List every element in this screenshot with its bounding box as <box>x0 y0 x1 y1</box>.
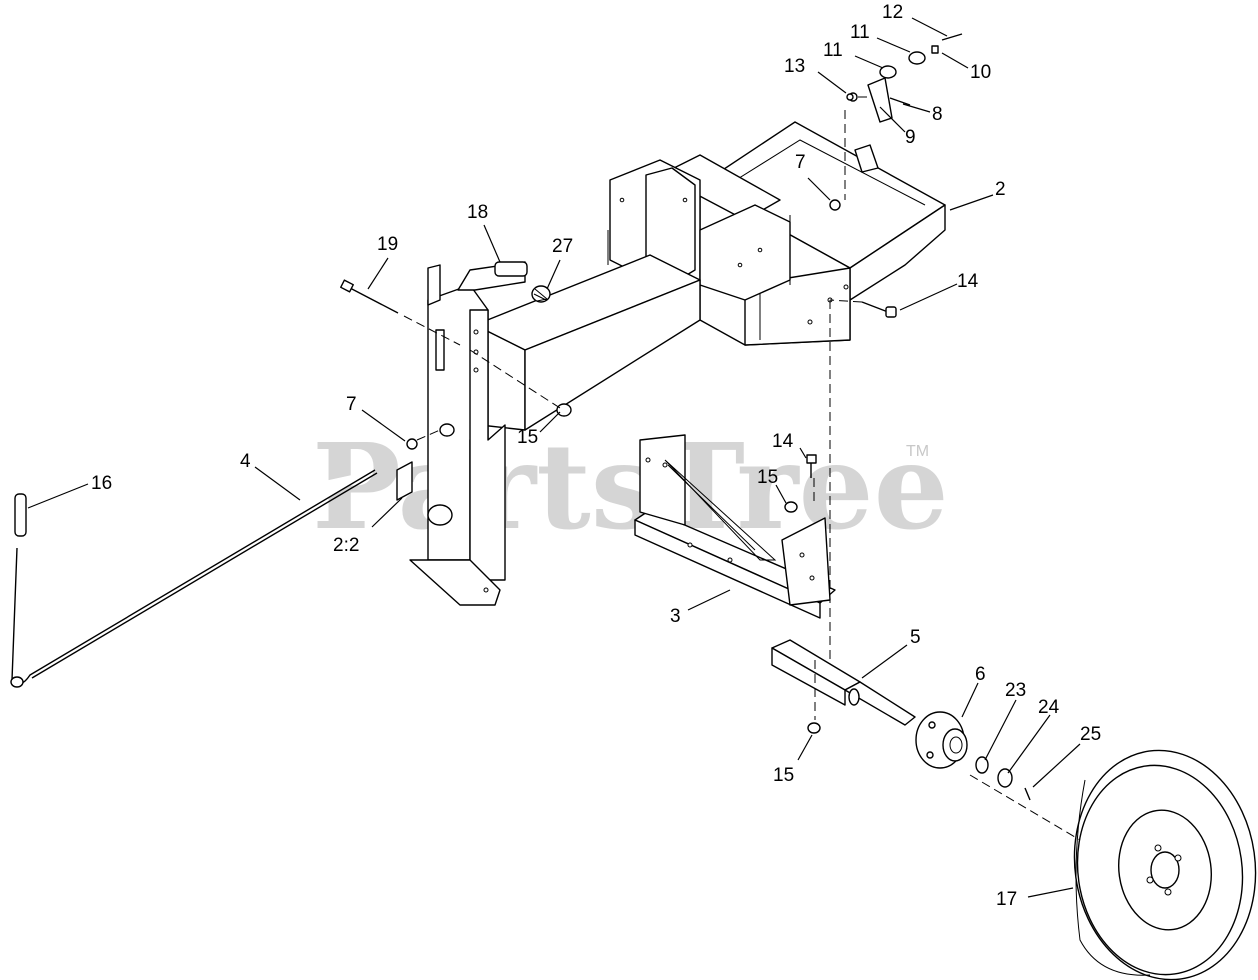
callout-2-2: 2:2 <box>333 535 359 556</box>
bracket-part-18 <box>457 261 528 291</box>
callout-18: 18 <box>467 202 488 223</box>
callout-8: 8 <box>932 104 943 125</box>
watermark-text: PartsTree <box>312 417 949 556</box>
callout-3: 3 <box>670 606 681 627</box>
frame-front-post <box>409 264 506 606</box>
assembly-center-lines <box>403 96 1081 841</box>
bolt-part-14-upper <box>861 301 897 318</box>
callout-14-upper: 14 <box>957 271 979 292</box>
handle-rod-part-4 <box>10 469 378 688</box>
latch-part-9 <box>848 33 963 123</box>
callout-25: 25 <box>1080 724 1101 745</box>
spring-part-27 <box>531 285 551 303</box>
callout-7-top: 7 <box>795 152 806 173</box>
callout-11-upper: 11 <box>850 22 870 43</box>
washer-part-23 <box>975 756 989 774</box>
frame-side-plates <box>607 159 791 301</box>
pin-part-25 <box>1024 787 1031 801</box>
callout-labels: 12 11 11 10 13 8 9 7 2 18 19 27 14 7 15 … <box>91 2 1101 910</box>
callout-24: 24 <box>1038 697 1060 718</box>
nut-part-24 <box>997 768 1013 788</box>
callout-4: 4 <box>240 451 251 472</box>
wheel-part-17 <box>1073 749 1257 980</box>
callout-15-lower: 15 <box>773 765 794 786</box>
callout-15-left: 15 <box>517 427 538 448</box>
axle-bracket-part-3 <box>634 434 836 619</box>
nut-part-15-left <box>556 403 572 417</box>
callout-23: 23 <box>1005 680 1026 701</box>
callout-5: 5 <box>910 627 921 648</box>
callout-6: 6 <box>975 664 986 685</box>
nut-part-7-left <box>406 438 418 450</box>
decal <box>396 461 413 501</box>
callout-11-lower: 11 <box>823 40 843 61</box>
nut-part-7-top <box>829 199 841 211</box>
hub-part-6 <box>915 711 968 769</box>
callout-7-left: 7 <box>346 394 357 415</box>
callout-17: 17 <box>996 889 1017 910</box>
callout-leaders <box>27 17 1081 898</box>
callout-10: 10 <box>970 62 991 83</box>
nut-part-13 <box>846 93 854 101</box>
callout-2: 2 <box>995 179 1006 200</box>
callout-15-middle: 15 <box>757 467 778 488</box>
callout-13: 13 <box>784 56 805 77</box>
bolt-part-14-lower <box>784 454 817 513</box>
spindle-part-5 <box>771 639 916 726</box>
callout-16: 16 <box>91 473 112 494</box>
bolt-part-19 <box>340 279 399 314</box>
watermark-trademark: TM <box>906 443 929 460</box>
callout-12: 12 <box>882 2 903 23</box>
nut-part-15-lower <box>807 722 821 734</box>
callout-9: 9 <box>905 127 916 148</box>
callout-27: 27 <box>552 236 573 257</box>
callout-14-lower: 14 <box>772 431 794 452</box>
callout-19: 19 <box>377 234 398 255</box>
